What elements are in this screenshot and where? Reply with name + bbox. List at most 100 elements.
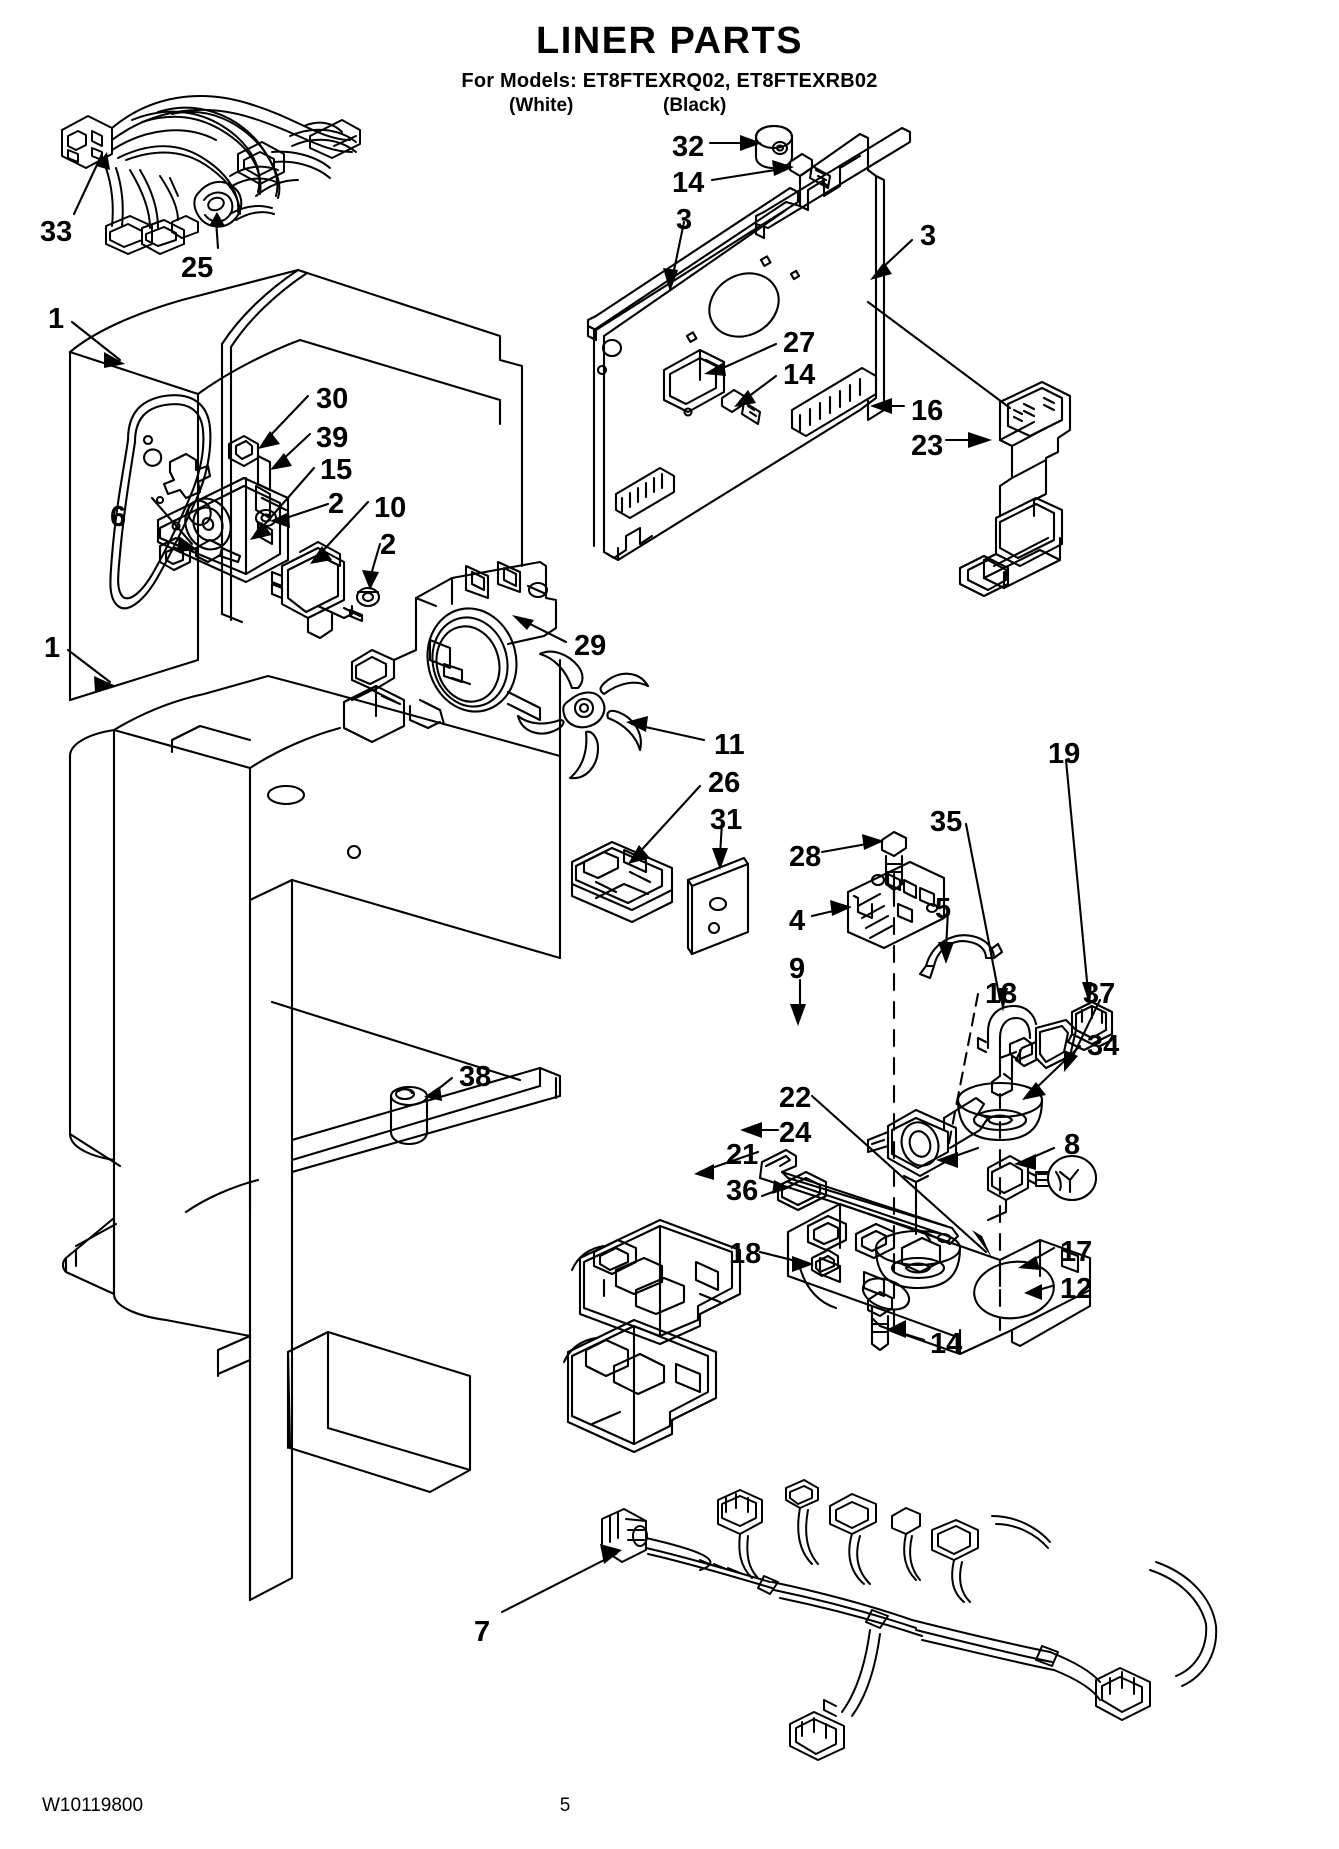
part-14-screw-bottom (866, 1290, 894, 1352)
part-14-screw-top (788, 152, 832, 190)
arrowhead-8 (1014, 1154, 1036, 1170)
callout-1-lower: 1 (44, 632, 61, 664)
leader-22 (810, 1094, 988, 1254)
arrowhead-10 (310, 546, 332, 564)
leader-19 (1064, 758, 1090, 994)
arrowhead-14a (772, 160, 794, 176)
arrowhead-12 (1024, 1284, 1042, 1300)
part-34-bowl (956, 1081, 1044, 1142)
part-light-housing (570, 840, 674, 924)
callout-2-b: 2 (380, 529, 397, 561)
callout-6: 6 (110, 501, 127, 533)
part-21-housing (562, 1318, 718, 1454)
callout-3-a: 3 (676, 204, 693, 236)
callout-8: 8 (1064, 1129, 1081, 1161)
part-control-board (846, 860, 946, 950)
arrowhead-2b (362, 570, 379, 590)
leader-7 (500, 1552, 618, 1614)
part-wire-harness-top (61, 95, 361, 255)
arrowhead-29 (512, 615, 534, 630)
leader-30 (264, 394, 310, 442)
arrowhead-9 (790, 1004, 806, 1026)
leader-23-panel (866, 300, 1012, 410)
arrowhead-24 (740, 1122, 762, 1138)
leader-26 (634, 784, 702, 858)
document-number: W10119800 (42, 1795, 144, 1816)
part-grommet (254, 508, 381, 608)
leader-34 (1030, 1044, 1082, 1094)
callout-14-b: 14 (783, 359, 816, 391)
color-label-black: (Black) (663, 94, 727, 116)
callout-2-a: 2 (328, 488, 345, 520)
part-36-chip (776, 1170, 828, 1212)
color-variant-labels: (White) (Black) (0, 95, 1339, 121)
callout-38: 38 (459, 1061, 492, 1093)
arrowhead-1-upper (104, 352, 125, 368)
arrowhead-27 (704, 362, 726, 376)
callout-33: 33 (40, 216, 73, 248)
arrowhead-17 (1018, 1256, 1040, 1270)
part-wire-harness-bottom (601, 1479, 1218, 1761)
callout-32: 32 (672, 131, 705, 163)
arrowhead-18 (792, 1256, 814, 1272)
callout-37: 37 (1083, 978, 1116, 1010)
leader-10 (316, 500, 370, 558)
callout-34: 34 (1087, 1030, 1120, 1062)
leader-35 (964, 822, 1002, 1002)
callout-30: 30 (316, 383, 349, 415)
callout-5: 5 (935, 893, 952, 925)
callout-13: 13 (985, 978, 1018, 1010)
callout-39: 39 (316, 422, 349, 454)
arrowhead-28 (862, 834, 884, 850)
arrowhead-38 (424, 1086, 442, 1101)
arrowhead-37 (1064, 1050, 1078, 1072)
part-control-bracket (156, 434, 290, 584)
callout-23: 23 (911, 430, 944, 462)
callout-36: 36 (726, 1175, 759, 1207)
arrowhead-3a (663, 268, 678, 292)
leader-1-upper (70, 320, 122, 362)
callout-3-b: 3 (920, 220, 937, 252)
arrowhead-23 (968, 432, 992, 448)
callout-1-upper: 1 (48, 303, 65, 335)
callout-14-c: 14 (930, 1328, 963, 1360)
callout-22: 22 (779, 1082, 812, 1114)
callout-28: 28 (789, 841, 822, 873)
part-12-base-pan (786, 1202, 1092, 1356)
page-title: LINER PARTS (535, 20, 804, 62)
part-19-switch (1066, 1000, 1114, 1052)
part-back-panel (586, 126, 912, 562)
part-35-linkage (976, 1004, 1038, 1098)
leader-13-dash (946, 992, 980, 1150)
arrowhead-13 (936, 1152, 958, 1168)
callout-17: 17 (1060, 1236, 1093, 1268)
arrowhead-3b (870, 262, 892, 280)
page-number: 5 (559, 1795, 571, 1816)
callout-7: 7 (474, 1616, 491, 1648)
callout-26: 26 (708, 767, 741, 799)
arrowhead-7 (600, 1544, 622, 1564)
callout-16: 16 (911, 395, 944, 427)
part-24-housing (570, 1218, 742, 1346)
part-shield-plate (686, 856, 750, 956)
arrowhead-25 (209, 212, 225, 226)
arrowhead-15 (250, 522, 272, 540)
arrowhead-14b (734, 390, 756, 407)
part-lower-cabinet (61, 658, 562, 1602)
arrowhead-36 (772, 1180, 790, 1194)
arrowhead-26 (628, 845, 650, 864)
arrowhead-39 (270, 453, 292, 470)
part-32-bushing (754, 124, 794, 170)
model-subtitle: For Models: ET8FTEXRQ02, ET8FTEXRB02 (461, 69, 878, 92)
part-dispenser-assembly (958, 380, 1072, 598)
arrowhead-21 (694, 1164, 714, 1180)
callout-18: 18 (729, 1238, 762, 1270)
arrowhead-4 (830, 900, 852, 916)
callout-29: 29 (574, 630, 607, 662)
part-14-screw-mid (720, 388, 762, 426)
arrowhead-16 (870, 398, 892, 414)
callout-11: 11 (714, 729, 745, 761)
arrowhead-2a (270, 512, 290, 528)
